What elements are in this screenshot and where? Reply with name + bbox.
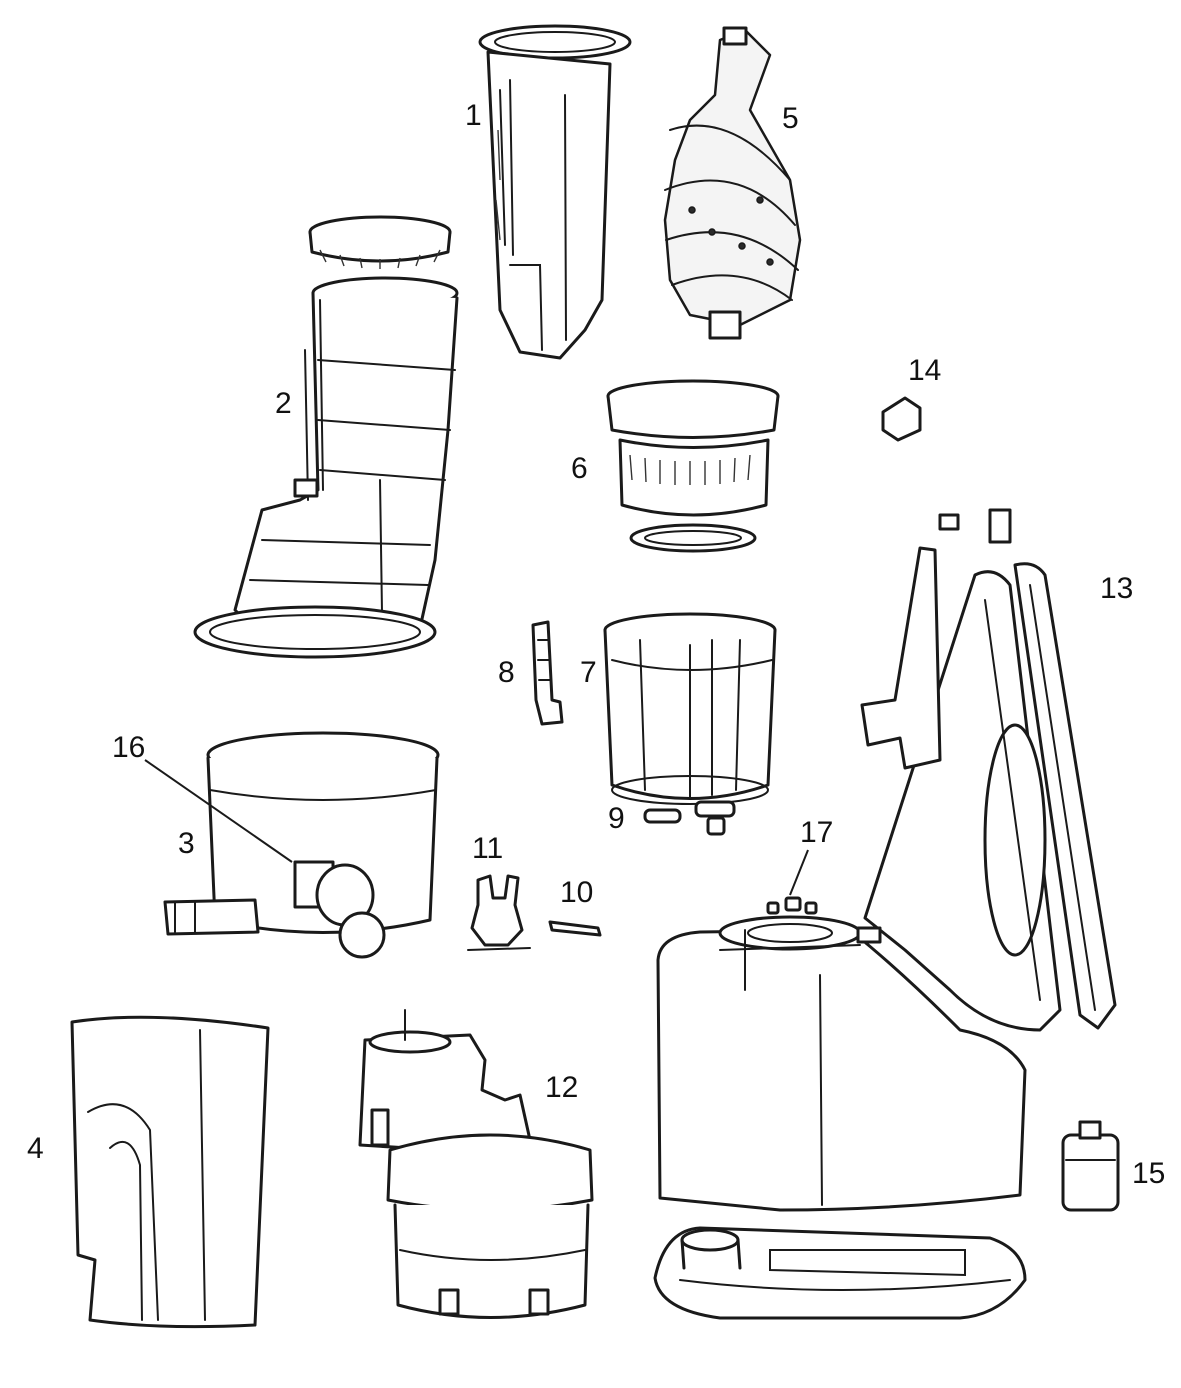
callout-2: 2: [275, 387, 292, 420]
callout-4: 4: [27, 1132, 44, 1165]
part-14-switch: [881, 396, 922, 442]
callout-6: 6: [571, 452, 588, 485]
part-9-seals: [643, 800, 736, 836]
leader-line-16: [144, 759, 293, 863]
callout-10: 10: [560, 876, 593, 909]
part-17-fasteners: [766, 896, 818, 915]
base-plate: [653, 1226, 1027, 1320]
part-6-strainer: [606, 379, 780, 553]
callout-14: 14: [908, 354, 941, 387]
base-housing: [656, 915, 1027, 1212]
part-1-feed-chute: [478, 24, 632, 360]
callout-1: 1: [465, 99, 482, 132]
callout-7: 7: [580, 656, 597, 689]
part-2-drum-housing: [193, 215, 459, 659]
callout-3: 3: [178, 827, 195, 860]
part-10-pin: [548, 920, 602, 937]
part-13-rear-cover: [860, 508, 1117, 1032]
part-11-clip-assembly: [467, 874, 531, 951]
part-4-juice-cup: [70, 1015, 270, 1329]
part-12-motor-unit: [358, 1009, 594, 1319]
part-15-capacitor: [1061, 1120, 1120, 1212]
callout-13: 13: [1100, 572, 1133, 605]
callout-9: 9: [608, 802, 625, 835]
part-8-wiper-blade: [531, 620, 564, 726]
callout-8: 8: [498, 656, 515, 689]
callout-16: 16: [112, 731, 145, 764]
callout-17: 17: [800, 816, 833, 849]
callout-12: 12: [545, 1071, 578, 1104]
part-7-brush-basket: [603, 612, 777, 805]
callout-5: 5: [782, 102, 799, 135]
callout-11: 11: [472, 832, 503, 865]
part-3-collection-bowl: [163, 731, 440, 959]
part-5-auger: [663, 26, 802, 340]
leader-line-17: [789, 849, 809, 896]
callout-15: 15: [1132, 1157, 1165, 1190]
